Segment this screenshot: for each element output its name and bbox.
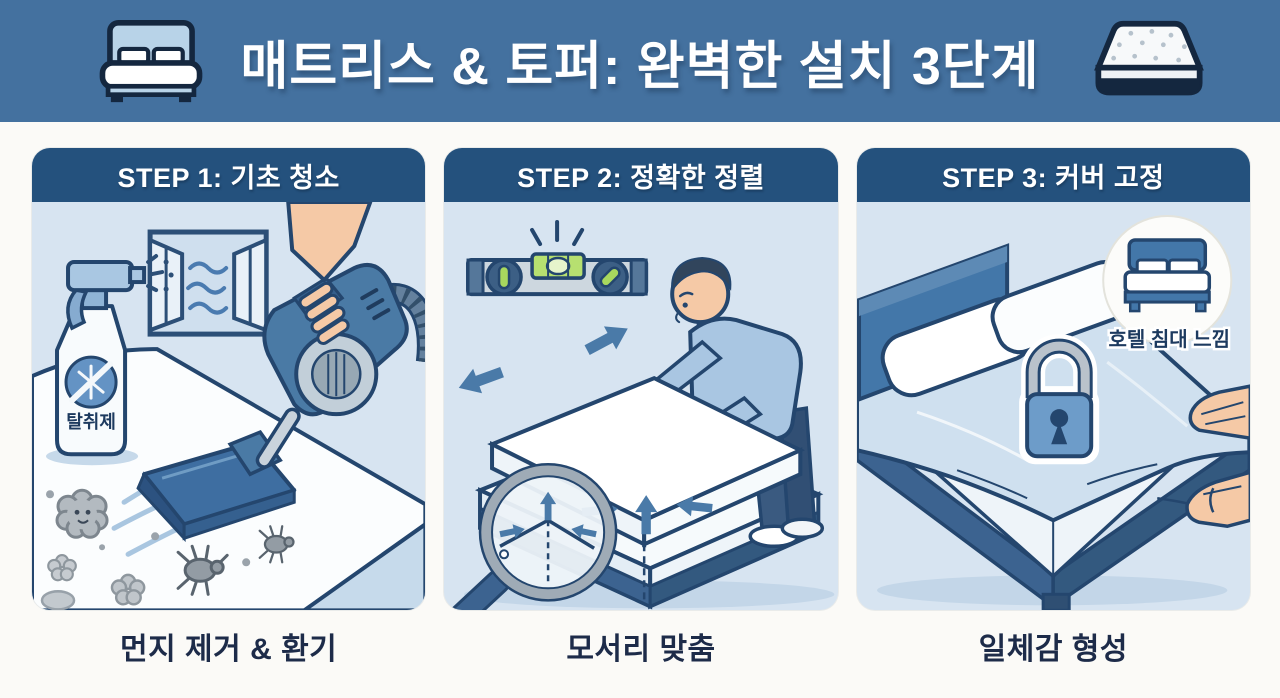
spray-bottle-label: 탈취제: [66, 412, 116, 432]
magnifier-icon: [444, 462, 618, 610]
step-2-title: STEP 2: 정확한 정렬: [517, 162, 765, 193]
steps-row: STEP 1: 기초 청소: [32, 148, 1250, 610]
step-panel-1: STEP 1: 기초 청소: [32, 148, 426, 610]
step-1-illustration: 탈취제: [32, 202, 426, 610]
hotel-bed-bubble-label: 호텔 침대 느낌: [1108, 328, 1230, 351]
step-3-title: STEP 3: 커버 고정: [942, 162, 1165, 193]
step-2-illustration: [444, 202, 837, 610]
arm-icon: [286, 202, 373, 283]
step-3-caption: 일체감 형성: [978, 633, 1128, 666]
captions-row: 먼지 제거 & 환기 모서리 맞춤 일체감 형성: [32, 624, 1250, 668]
step-panel-3: STEP 3: 커버 고정: [856, 148, 1250, 610]
handheld-vacuum-icon: [136, 202, 426, 543]
step-panel-2: STEP 2: 정확한 정렬: [444, 148, 838, 610]
header-banner: 매트리스 & 토퍼: 완벽한 설치 3단계: [0, 0, 1280, 122]
mattress-icon: [1090, 18, 1208, 109]
step-2-caption: 모서리 맞춤: [566, 633, 716, 666]
step-1-caption: 먼지 제거 & 환기: [120, 633, 338, 666]
dust-mite-icon: [176, 525, 295, 596]
open-window-icon: [147, 229, 269, 337]
spray-bottle-icon: 탈취제: [46, 254, 174, 466]
step-3-header: STEP 3: 커버 고정: [856, 148, 1250, 202]
step-2-header: STEP 2: 정확한 정렬: [444, 148, 838, 202]
double-bed-icon: [95, 18, 207, 111]
step-1-title: STEP 1: 기초 청소: [117, 162, 340, 193]
step-1-header: STEP 1: 기초 청소: [32, 148, 426, 202]
spray-mist-icon: [146, 254, 174, 293]
hotel-bed-bubble-icon: 호텔 침대 느낌: [1101, 215, 1232, 354]
spirit-level-icon: [466, 220, 649, 297]
step-3-illustration: 호텔 침대 느낌: [856, 202, 1250, 610]
page-title: 매트리스 & 토퍼: 완벽한 설치 3단계: [240, 37, 1040, 96]
hands-pulling-sheet-icon: [1156, 384, 1250, 529]
padlock-icon: [1018, 334, 1099, 465]
